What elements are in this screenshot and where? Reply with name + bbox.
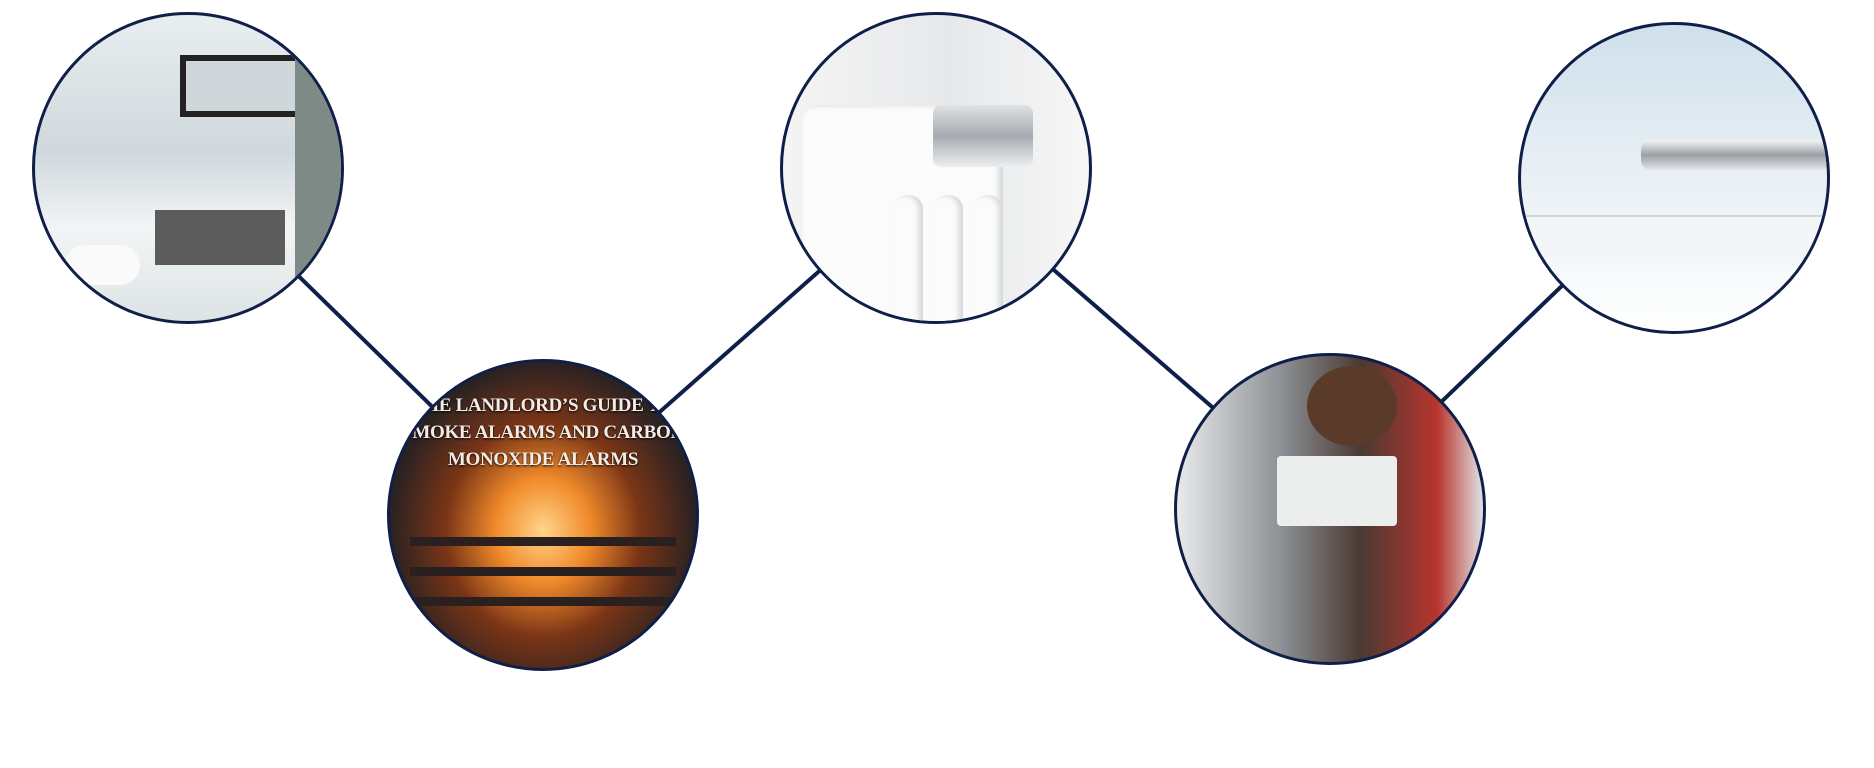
radiator-column xyxy=(973,195,1003,321)
mirror-shape xyxy=(180,55,302,117)
radiator-column xyxy=(933,195,963,321)
engineer-head-shape xyxy=(1307,366,1397,446)
bathroom-image[interactable] xyxy=(32,12,344,324)
smoke-alarm-guide-image[interactable]: THE LANDLORD’S GUIDE TO SMOKE ALARMS AND… xyxy=(387,359,699,671)
radiator-column xyxy=(893,195,923,321)
thermostatic-valve-shape xyxy=(933,105,1033,167)
toilet-shape xyxy=(65,245,140,285)
guide-title: THE LANDLORD’S GUIDE TO SMOKE ALARMS AND… xyxy=(402,395,684,470)
radiator-image[interactable] xyxy=(780,12,1092,324)
boiler-panel-shape xyxy=(1277,456,1397,526)
vanity-shape xyxy=(155,210,285,265)
grate-bar xyxy=(410,597,676,606)
boiler-engineer-image[interactable] xyxy=(1174,353,1486,665)
tap-image[interactable] xyxy=(1518,22,1830,334)
basin-shape xyxy=(1521,215,1827,257)
grate-bar xyxy=(410,567,676,576)
tile-wall-shape xyxy=(295,55,341,295)
tap-shape xyxy=(1641,140,1827,170)
grate-bar xyxy=(410,537,676,546)
